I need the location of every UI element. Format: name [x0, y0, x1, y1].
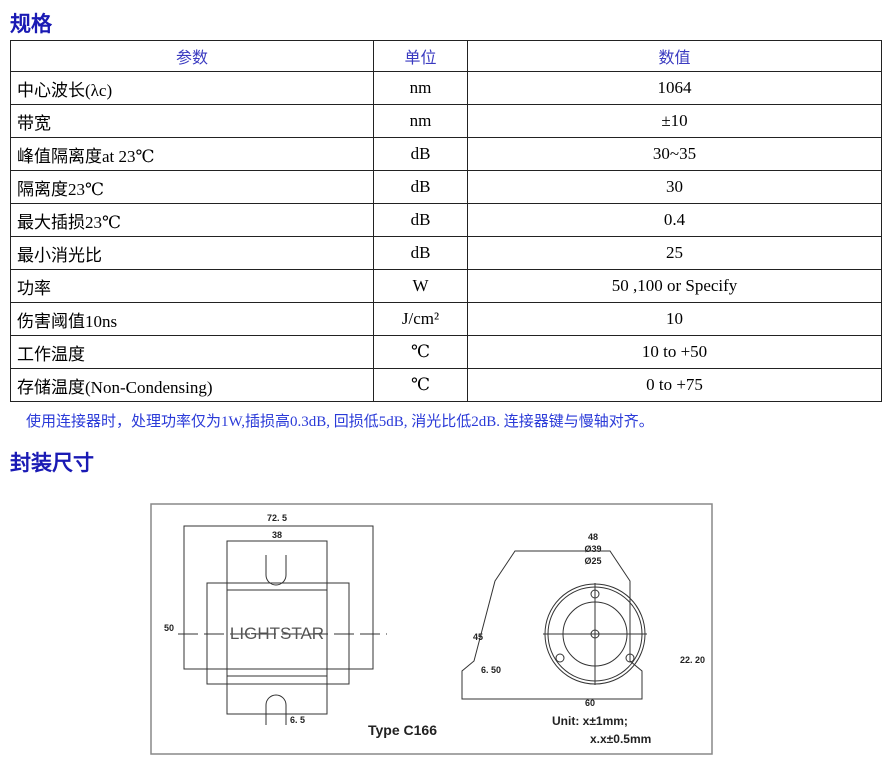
unit-cell: ℃ [373, 368, 468, 402]
value-cell: 0 to +75 [467, 368, 882, 402]
unit-cell: ℃ [373, 335, 468, 369]
value-cell: 1064 [467, 71, 882, 105]
spec-heading: 规格 [10, 12, 52, 36]
param-cell: 带宽 [10, 104, 374, 138]
dim-60: 60 [585, 698, 595, 708]
dim-height: 50 [164, 623, 174, 633]
dim-slot: 6. 5 [290, 715, 305, 725]
param-cell: 伤害阈值10ns [10, 302, 374, 336]
value-cell: 30~35 [467, 137, 882, 171]
unit-cell: nm [373, 104, 468, 138]
param-cell: 工作温度 [10, 335, 374, 369]
param-cell: 隔离度23℃ [10, 170, 374, 204]
value-cell: 10 [467, 302, 882, 336]
value-cell: 10 to +50 [467, 335, 882, 369]
dim-length: 72. 5 [267, 513, 287, 523]
dim-d25: Ø25 [584, 556, 601, 566]
value-cell: 50 ,100 or Specify [467, 269, 882, 303]
dimension-heading: 封装尺寸 [10, 451, 94, 475]
dim-48: 48 [588, 532, 598, 542]
param-cell: 功率 [10, 269, 374, 303]
value-cell: 25 [467, 236, 882, 270]
value-cell: 0.4 [467, 203, 882, 237]
connector-note: 使用连接器时，处理功率仅为1W,插损高0.3dB, 回损低5dB, 消光比低2d… [26, 414, 654, 430]
dim-2220: 22. 20 [680, 655, 705, 665]
param-cell: 存储温度(Non-Condensing) [10, 368, 374, 402]
brand-label: LIGHTSTAR [230, 624, 324, 643]
dim-650: 6. 50 [481, 665, 501, 675]
col-param: 参数 [10, 40, 374, 72]
unit-label-1: Unit: x±1mm; [552, 714, 628, 728]
unit-cell: dB [373, 236, 468, 270]
param-cell: 最小消光比 [10, 236, 374, 270]
unit-cell: W [373, 269, 468, 303]
unit-cell: J/cm² [373, 302, 468, 336]
value-cell: 30 [467, 170, 882, 204]
value-cell: ±10 [467, 104, 882, 138]
unit-cell: dB [373, 170, 468, 204]
dim-d39: Ø39 [584, 544, 601, 554]
unit-cell: dB [373, 137, 468, 171]
col-unit: 单位 [373, 40, 468, 72]
unit-label-2: x.x±0.5mm [590, 732, 651, 746]
package-drawing: LIGHTSTAR 72. 5 38 50 6. 5 Type C166 48 … [150, 503, 713, 755]
type-label: Type C166 [368, 722, 437, 738]
param-cell: 峰值隔离度at 23℃ [10, 137, 374, 171]
dim-body: 38 [272, 530, 282, 540]
param-cell: 中心波长(λc) [10, 71, 374, 105]
param-cell: 最大插损23℃ [10, 203, 374, 237]
unit-cell: dB [373, 203, 468, 237]
col-value: 数值 [467, 40, 882, 72]
dim-45: 45 [473, 632, 483, 642]
unit-cell: nm [373, 71, 468, 105]
